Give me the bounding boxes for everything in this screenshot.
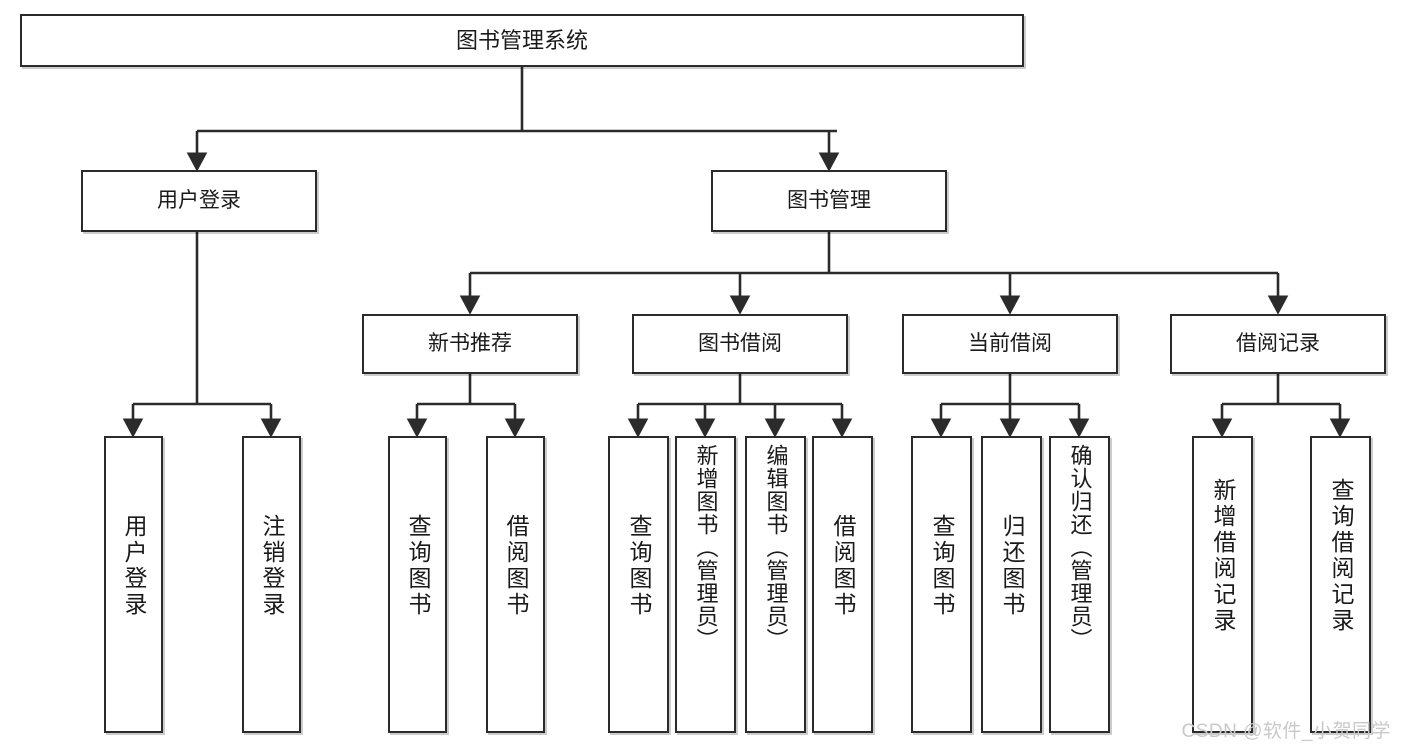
leaf-book-borrow-add-book-admin[interactable]: 新增图书（管理员） [675, 436, 736, 733]
node-book-management[interactable]: 图书管理 [711, 170, 947, 232]
leaf-book-borrow-edit-book-admin[interactable]: 编辑图书（管理员） [745, 436, 806, 733]
node-label: 当前借阅 [968, 331, 1052, 355]
node-label: 借阅记录 [1236, 331, 1320, 355]
leaf-current-borrow-confirm-return-admin[interactable]: 确认归还（管理员） [1049, 436, 1110, 733]
leaf-borrow-record-query-record[interactable]: 查询借阅记录 [1310, 436, 1371, 733]
leaf-user-login-logout[interactable]: 注销登录 [242, 436, 301, 733]
leaf-new-book-query-book[interactable]: 查询图书 [388, 436, 447, 733]
leaf-current-borrow-query-book[interactable]: 查询图书 [911, 436, 972, 733]
node-label: 用户登录 [157, 188, 241, 212]
node-label: 图书管理 [787, 188, 871, 212]
node-user-login[interactable]: 用户登录 [81, 170, 317, 232]
node-book-borrow[interactable]: 图书借阅 [632, 314, 848, 374]
node-borrow-record[interactable]: 借阅记录 [1170, 314, 1386, 374]
leaf-user-login-login[interactable]: 用户登录 [104, 436, 163, 733]
node-label: 图书借阅 [698, 331, 782, 355]
node-label: 图书管理系统 [455, 27, 588, 53]
node-label: 查询图书 [405, 514, 431, 618]
node-label: 新增图书（管理员） [693, 444, 719, 651]
node-current-borrow[interactable]: 当前借阅 [902, 314, 1118, 374]
node-label: 查询借阅记录 [1328, 478, 1354, 634]
leaf-book-borrow-borrow-book[interactable]: 借阅图书 [812, 436, 873, 733]
node-new-book-recommend[interactable]: 新书推荐 [362, 314, 578, 374]
node-label: 查询图书 [626, 514, 652, 618]
node-label: 借阅图书 [503, 514, 529, 618]
node-label: 新增借阅记录 [1210, 478, 1236, 634]
node-label: 新书推荐 [428, 331, 512, 355]
node-label: 注销登录 [259, 514, 285, 618]
node-label: 归还图书 [999, 514, 1025, 618]
node-root-book-management-system[interactable]: 图书管理系统 [20, 14, 1024, 67]
leaf-borrow-record-add-record[interactable]: 新增借阅记录 [1192, 436, 1253, 733]
node-label: 查询图书 [929, 514, 955, 618]
node-label: 确认归还（管理员） [1067, 444, 1093, 651]
leaf-new-book-borrow-book[interactable]: 借阅图书 [486, 436, 545, 733]
leaf-current-borrow-return-book[interactable]: 归还图书 [981, 436, 1042, 733]
node-label: 用户登录 [121, 514, 147, 618]
node-label: 编辑图书（管理员） [763, 444, 789, 651]
leaf-book-borrow-query-book[interactable]: 查询图书 [608, 436, 669, 733]
node-label: 借阅图书 [830, 514, 856, 618]
